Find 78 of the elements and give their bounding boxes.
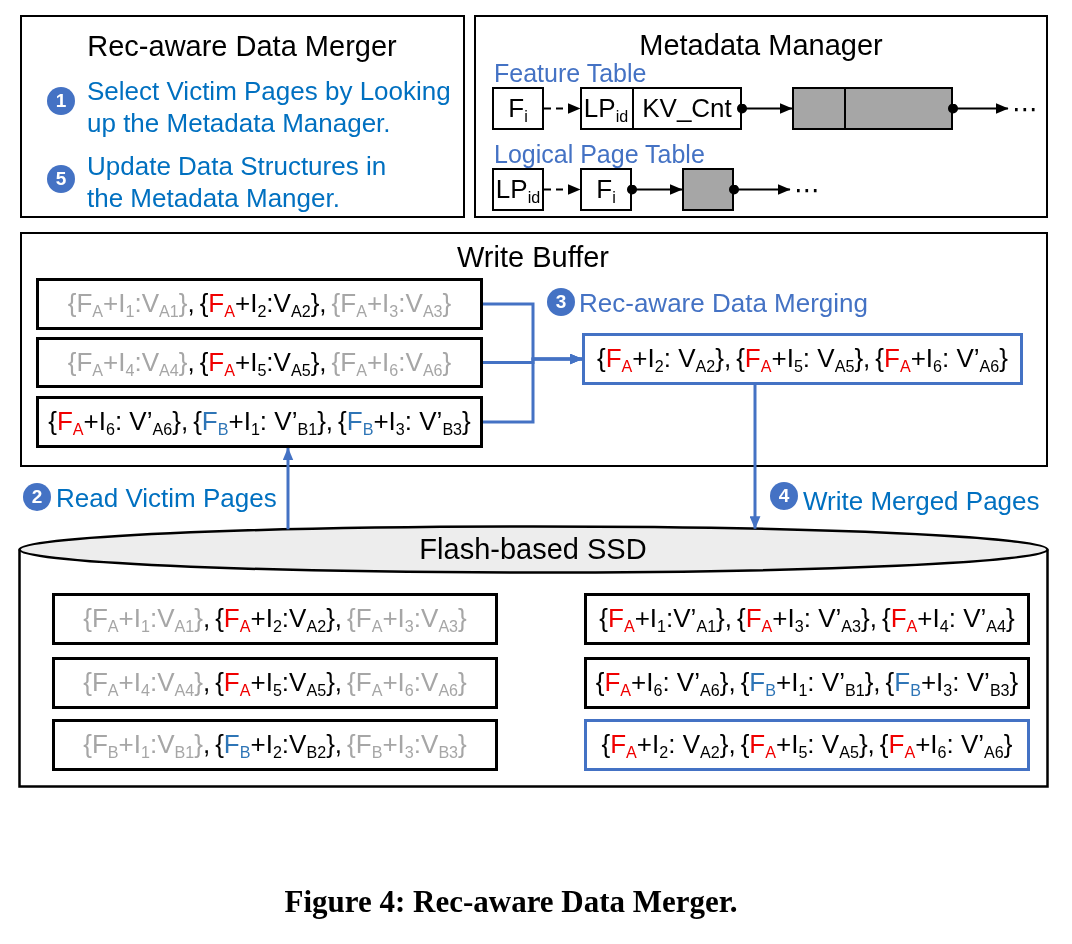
kv-record: {F$_{A}$+I$_{5}$: V$_{A5}$}, [740,730,875,760]
kv-record: {F$_{B}$+I$_{1}$:V$_{B1}$}, [83,730,211,760]
kv-record: {F$_{A}$+I$_{5}$: V$_{A5}$}, [736,344,871,374]
kv-record: {F$_{B}$+I$_{2}$:V$_{B2}$}, [215,730,343,760]
pointer-arrow [729,184,791,195]
component-panel [20,15,465,218]
kv-record: {F$_{B}$+I$_{3}$: V’$_{B3}$} [338,407,471,437]
kv-record: {F$_{A}$+I$_{3}$: V’$_{A3}$}, [737,604,877,634]
kv-record: {F$_{A}$+I$_{6}$:V$_{A6}$} [347,668,467,698]
data-page [584,719,1030,771]
kv-record: {F$_{A}$+I$_{6}$: V’$_{A6}$}, [48,407,189,437]
step-number: 5 [47,165,75,193]
data-page [52,657,498,709]
kv-record: {F$_{A}$+I$_{1}$:V’$_{A1}$}, [599,604,733,634]
table-entry [492,168,544,211]
entry-label: LP$_{id}$ [495,175,541,205]
kv-record: {F$_{A}$+I$_{3}$:V$_{A3}$} [331,289,452,319]
kv-record: {F$_{A}$+I$_{6}$:V$_{A6}$} [331,347,452,378]
data-page [36,337,483,388]
kv-record: {F$_{A}$+I$_{5}$:V$_{A5}$}, [199,347,327,378]
kv-record: {F$_{A}$+I$_{4}$:V$_{A4}$}, [83,668,211,698]
panel-title: Rec-aware Data Merger [87,30,397,64]
step-number: 4 [770,482,798,510]
step-number: 3 [547,288,575,316]
entry-label: F$_{i}$ [596,175,616,205]
entry-label: F$_{i}$ [508,94,528,124]
kv-record: {F$_{A}$+I$_{2}$:V$_{A2}$}, [199,289,327,319]
kv-record: {F$_{A}$+I$_{6}$: V’$_{A6}$} [875,344,1008,374]
step-number: 1 [47,87,75,115]
ellipsis-text: ⋯ [1008,95,1042,123]
dashed-arrow [543,103,581,114]
table-entry [580,87,742,130]
kv-record: {F$_{A}$+I$_{5}$:V$_{A5}$}, [215,668,343,698]
kv-record: {F$_{A}$+I$_{4}$:V$_{A4}$}, [67,347,195,378]
cylinder-label: Flash-based SSD [419,533,647,567]
pointer-arrow [627,184,683,195]
kv-record: {F$_{B}$+I$_{3}$: V’$_{B3}$} [885,668,1019,698]
kv-record: {F$_{A}$+I$_{2}$: V$_{A2}$}, [601,730,736,760]
table-entry [492,87,544,130]
kv-record: {F$_{A}$+I$_{1}$:V$_{A1}$}, [83,604,211,634]
pointer-arrow [948,103,1009,114]
data-page [584,657,1030,709]
kv-record: {F$_{A}$+I$_{6}$: V’$_{A6}$}, [595,668,736,698]
kv-record: {F$_{A}$+I$_{3}$:V$_{A3}$} [347,604,467,634]
shaded-entry [792,87,953,130]
table-heading: Logical Page Table [494,140,705,169]
kv-record: {F$_{B}$+I$_{1}$: V’$_{B1}$}, [740,668,881,698]
step-description: Update Data Structures in the Metadata Manger. [87,150,388,214]
ssd-cylinder [18,525,1049,788]
dashed-arrow [543,184,581,195]
panel-title: Write Buffer [457,241,609,275]
kv-record: {F$_{B}$+I$_{3}$:V$_{B3}$} [347,730,467,760]
kv-record: {F$_{A}$+I$_{2}$: V$_{A2}$}, [597,344,732,374]
data-page [582,333,1023,385]
figure-caption: Figure 4: Rec-aware Data Merger. [284,884,738,920]
step-number: 2 [23,483,51,511]
kv-record: {F$_{A}$+I$_{2}$:V$_{A2}$}, [215,604,343,634]
data-page [36,396,483,448]
ellipsis-text: ⋯ [790,176,824,204]
entry-label: KV_Cnt [642,94,732,124]
entry-label: LP$_{id}$ [583,94,629,124]
kv-record: {F$_{A}$+I$_{4}$: V’$_{A4}$} [881,604,1015,634]
shaded-entry [682,168,734,211]
data-page [584,593,1030,645]
kv-record: {F$_{B}$+I$_{1}$: V’$_{B1}$}, [193,407,334,437]
data-page [52,593,498,645]
arrow [282,447,294,530]
data-page [52,719,498,771]
data-page [36,278,483,330]
kv-record: {F$_{A}$+I$_{6}$: V’$_{A6}$} [879,730,1013,760]
buffer-panel [20,232,1048,467]
arrow [483,353,583,424]
arrow [749,385,761,530]
table-entry [580,168,632,211]
step-description: Select Victim Pages by Looking up the Metadata Manager. [87,75,452,139]
component-panel [474,15,1048,218]
kv-record: {F$_{A}$+I$_{1}$:V$_{A1}$}, [67,289,195,319]
pointer-arrow [737,103,793,114]
